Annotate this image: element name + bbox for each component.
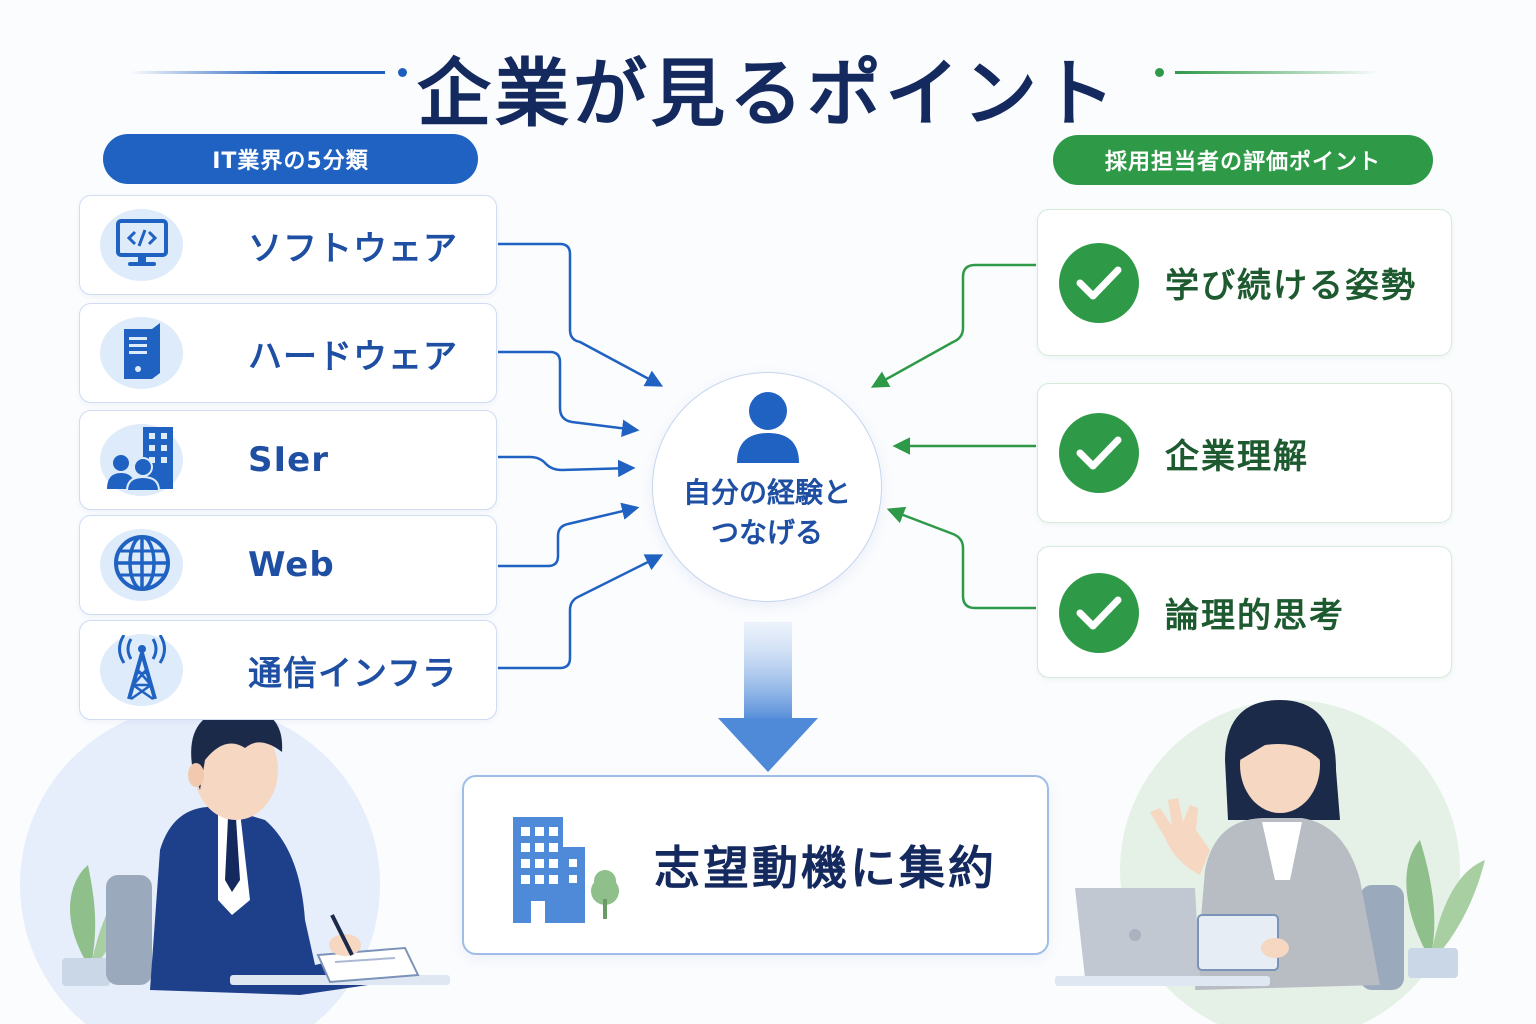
antenna-tower-icon [115,634,169,705]
industry-card-hardware: ハードウェア [79,303,497,403]
center-node: 自分の経験と つなげる [652,372,882,602]
building-tree-icon [497,815,627,929]
title-line-right [1175,71,1380,74]
check-icon [1059,243,1139,323]
industry-card-software: ソフトウェア [79,195,497,295]
industry-card-web: Web [79,515,497,615]
result-box: 志望動機に集約 [462,775,1049,955]
title-dot-right [1155,68,1164,77]
person-icon [735,391,801,467]
connector-software [498,242,664,387]
eval-card-learning: 学び続ける姿勢 [1037,209,1452,356]
industry-card-sier: SIer [79,410,497,510]
connector-sier [498,455,636,478]
man-illustration [20,705,450,1024]
connector-web [498,502,640,568]
server-icon [120,321,164,385]
connector-hardware [498,350,640,437]
center-line-2: つなげる [710,516,823,549]
check-icon [1059,573,1139,653]
down-arrow [718,622,818,772]
eval-label-company: 企業理解 [1165,436,1309,477]
left-section-header: IT業界の5分類 [103,134,478,184]
center-line-1: 自分の経験と [682,476,851,509]
industry-label-hardware: ハードウェア [248,336,458,377]
right-section-header: 採用担当者の評価ポイント [1053,135,1433,185]
industry-label-web: Web [248,545,335,585]
connector-infra [498,554,664,670]
eval-card-logic: 論理的思考 [1037,546,1452,678]
connector-logic [886,506,1036,610]
industry-label-infra: 通信インフラ [248,653,457,694]
monitor-code-icon [114,217,170,273]
industry-card-infra: 通信インフラ [79,620,497,720]
eval-card-company: 企業理解 [1037,383,1452,523]
page-title: 企業が見るポイント [417,51,1119,137]
eval-label-logic: 論理的思考 [1165,595,1345,636]
globe-icon [112,533,172,597]
industry-label-software: ソフトウェア [248,228,458,269]
industry-label-sier: SIer [248,440,329,480]
eval-label-learning: 学び続ける姿勢 [1165,266,1417,306]
result-label: 志望動機に集約 [654,841,997,895]
woman-illustration [1055,700,1485,1024]
title-line-left [130,71,385,74]
connector-learning [870,263,1036,388]
people-building-icon [106,425,177,495]
title-dot-left [398,68,407,77]
check-icon [1059,413,1139,493]
